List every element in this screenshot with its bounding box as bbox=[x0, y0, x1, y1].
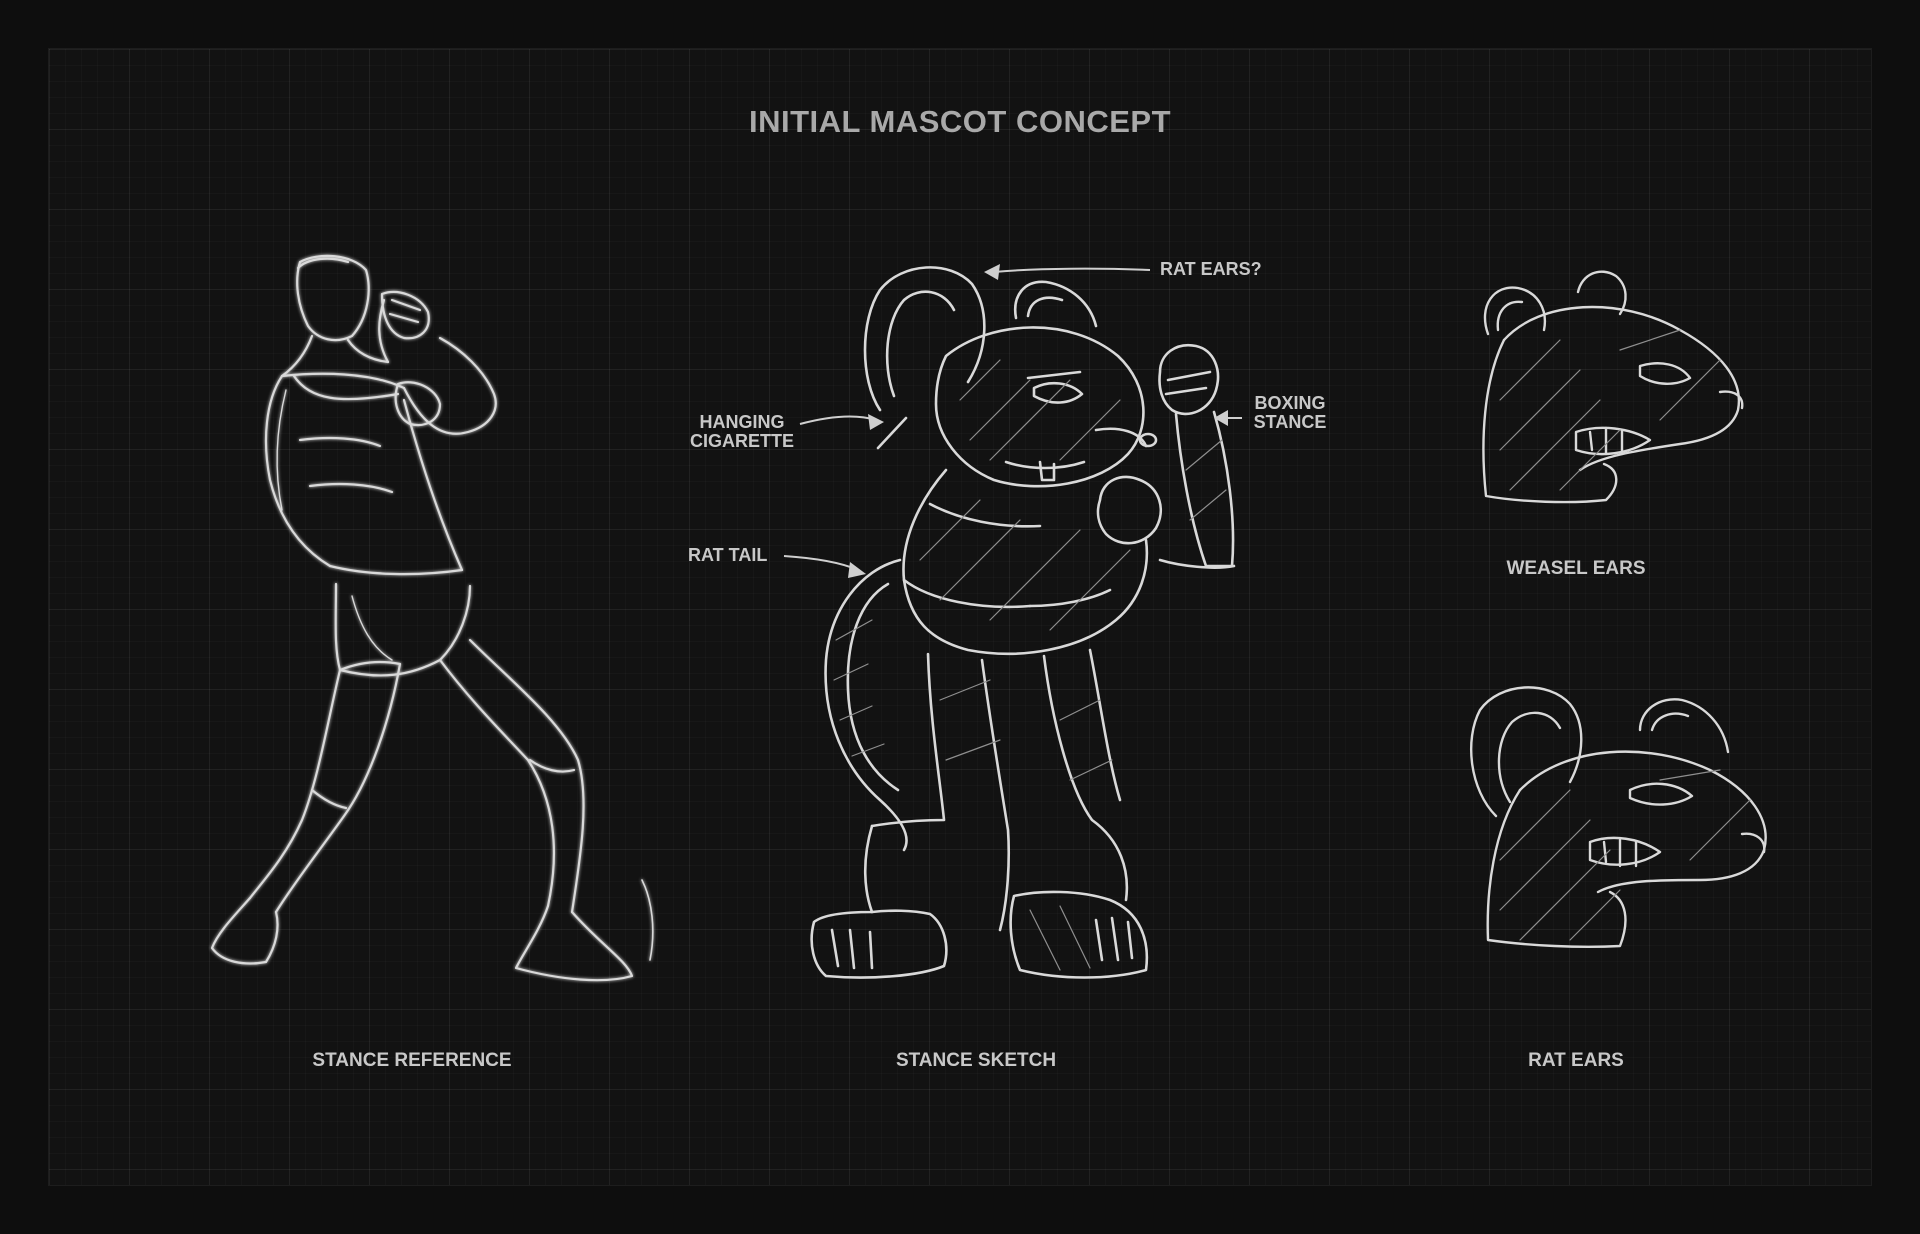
hanging-cigarette-label: HANGING CIGARETTE bbox=[686, 413, 798, 451]
rat-ears-caption: RAT EARS bbox=[1528, 1050, 1624, 1071]
rat-tail-arrow bbox=[783, 555, 866, 578]
rat-boxer-sketch bbox=[810, 266, 1236, 979]
boxing-stance-label: BOXING STANCE bbox=[1250, 394, 1330, 432]
page-title: INITIAL MASCOT CONCEPT bbox=[748, 104, 1172, 139]
boxing-stance-line2: STANCE bbox=[1253, 412, 1327, 432]
rat-tail-label: RAT TAIL bbox=[688, 545, 768, 565]
weasel-ears-caption: WEASEL EARS bbox=[1506, 558, 1646, 579]
grid-board bbox=[48, 48, 1872, 1186]
stance-sketch-caption: STANCE SKETCH bbox=[895, 1050, 1057, 1071]
boxing-stance-arrow bbox=[1214, 410, 1242, 426]
rat-ears-question-label: RAT EARS? bbox=[1160, 259, 1262, 279]
rat-ears-head-sketch bbox=[1470, 686, 1767, 948]
rat-ears-arrow bbox=[984, 264, 1151, 280]
weasel-ears-head-sketch bbox=[1482, 270, 1744, 504]
boxer-reference-drawing bbox=[210, 254, 654, 982]
boxing-stance-line1: BOXING bbox=[1254, 393, 1326, 413]
hanging-cigarette-line1: HANGING bbox=[699, 412, 785, 432]
hanging-cigarette-line2: CIGARETTE bbox=[689, 431, 794, 451]
stance-reference-caption: STANCE REFERENCE bbox=[312, 1050, 512, 1071]
hanging-cigarette-arrow bbox=[799, 414, 884, 430]
